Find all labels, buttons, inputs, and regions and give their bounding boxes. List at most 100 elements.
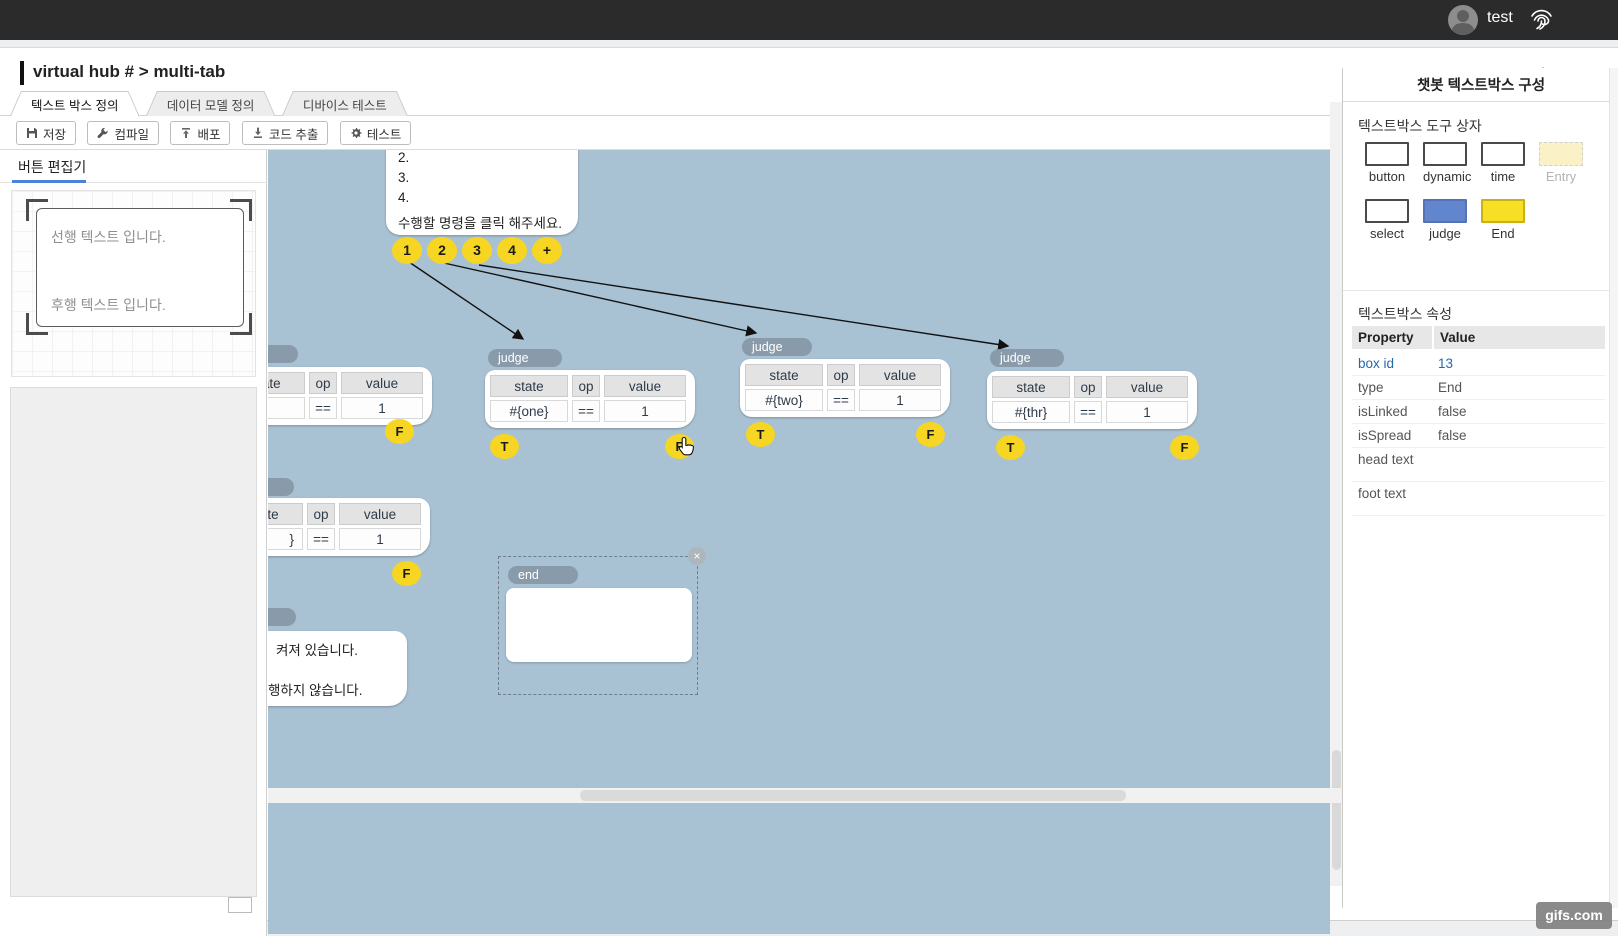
toolbox-item-button[interactable]: button	[1365, 142, 1409, 184]
bracket-top-right	[230, 199, 252, 221]
toolbox-item-entry[interactable]: Entry	[1539, 142, 1583, 184]
node-tag-judge-4[interactable]: judge	[990, 349, 1064, 367]
command-button-add[interactable]: +	[532, 237, 562, 264]
value-header: value	[859, 364, 941, 386]
page-title: virtual hub # > multi-tab	[33, 62, 226, 81]
port-false-judge-4[interactable]: F	[1170, 435, 1199, 460]
save-button[interactable]: 저장	[16, 121, 77, 145]
tab-bar: 텍스트 박스 정의 데이터 모델 정의 디바이스 테스트	[0, 91, 1618, 116]
judge-node-3[interactable]: state op value #{two} == 1	[740, 359, 950, 417]
node-tag-judge-3[interactable]: judge	[742, 338, 812, 356]
canvas-horizontal-scrollbar	[268, 788, 1343, 803]
op-value: ==	[309, 397, 337, 419]
node-tag-judge-2[interactable]: judge	[488, 349, 562, 367]
panel-divider	[1343, 290, 1618, 291]
command-button-1[interactable]: 1	[392, 237, 422, 264]
user-avatar-icon[interactable]	[1448, 5, 1478, 35]
fingerprint-icon[interactable]	[1528, 6, 1555, 38]
table-row-type: type End	[1352, 376, 1605, 400]
text-node-line: 행하지 않습니다.	[268, 683, 363, 698]
button-editor-tab[interactable]: 버튼 편집기	[18, 159, 87, 175]
tab-datamodel-definition[interactable]: 데이터 모델 정의	[146, 91, 275, 116]
state-header: state	[745, 364, 823, 386]
gear-icon	[350, 127, 362, 139]
toolbox-item-judge[interactable]: judge	[1423, 199, 1467, 241]
value-value: 1	[339, 528, 421, 550]
value-value: 1	[604, 400, 686, 422]
end-node-body[interactable]	[506, 588, 692, 662]
toolbox-item-dynamic[interactable]: dynamic	[1423, 142, 1471, 184]
judge-node-2[interactable]: state op value #{one} == 1	[485, 370, 695, 428]
value-value: 1	[859, 389, 941, 411]
port-false-judge-3[interactable]: F	[916, 422, 945, 447]
node-tag-end[interactable]: end	[508, 566, 578, 584]
toolbox-item-end[interactable]: End	[1481, 199, 1525, 241]
table-row-isspread: isSpread false	[1352, 424, 1605, 448]
op-value: ==	[1074, 401, 1102, 423]
node-tag-judge-5[interactable]	[268, 478, 294, 496]
tab-device-test[interactable]: 디바이스 테스트	[282, 91, 408, 116]
value-header: value	[604, 375, 686, 397]
download-icon	[252, 127, 264, 139]
command-list-node[interactable]: 2. 3. 4. 수행할 명령을 클릭 해주세요.	[386, 150, 578, 235]
preview-textbox[interactable]: 선행 텍스트 입니다. 후행 텍스트 입니다.	[36, 208, 244, 327]
op-header: op	[827, 364, 855, 386]
deploy-button[interactable]: 배포	[170, 121, 231, 145]
end-node-selection[interactable]	[498, 556, 698, 695]
table-row-head-text: head text	[1352, 448, 1605, 482]
entry-box-swatch	[1539, 142, 1583, 166]
command-button-2[interactable]: 2	[427, 237, 457, 264]
panel-scrollbar[interactable]	[1609, 68, 1618, 908]
node-tag-text[interactable]	[268, 608, 296, 626]
op-header: op	[1074, 376, 1102, 398]
judge-node-4[interactable]: state op value #{thr} == 1	[987, 371, 1197, 429]
port-false-judge-1[interactable]: F	[385, 419, 414, 444]
end-box-swatch	[1481, 199, 1525, 223]
state-header: state	[268, 503, 303, 525]
toolbox-item-time[interactable]: time	[1481, 142, 1525, 184]
judge-node-5[interactable]: state op value } == 1	[268, 498, 430, 556]
op-header: op	[572, 375, 600, 397]
toolbox-section-title: 텍스트박스 도구 상자	[1358, 118, 1482, 134]
command-prompt: 수행할 명령을 클릭 해주세요.	[398, 216, 563, 231]
resize-handle[interactable]	[228, 897, 252, 913]
port-false-judge-5[interactable]: F	[392, 561, 421, 586]
flow-canvas[interactable]: 2. 3. 4. 수행할 명령을 클릭 해주세요. 1 2 3 4 + stat…	[268, 150, 1330, 934]
toolbox-item-select[interactable]: select	[1365, 199, 1409, 241]
node-tag-judge-1[interactable]	[268, 345, 298, 363]
compile-button[interactable]: 컴파일	[87, 121, 159, 145]
port-true-judge-4[interactable]: T	[996, 435, 1025, 460]
username: test	[1487, 9, 1513, 26]
select-box-swatch	[1365, 199, 1409, 223]
value-header: value	[1106, 376, 1188, 398]
tab-textbox-definition[interactable]: 텍스트 박스 정의	[10, 91, 139, 116]
judge-node-1[interactable]: state op value == 1	[268, 367, 432, 425]
command-line: 3.	[398, 170, 410, 185]
properties-section-title: 텍스트박스 속성	[1358, 306, 1453, 322]
button-box-swatch	[1365, 142, 1409, 166]
table-row-box-id[interactable]: box id 13	[1352, 352, 1605, 376]
code-extract-button[interactable]: 코드 추출	[241, 121, 329, 145]
properties-table: Property Value box id 13 type End isLink…	[1352, 326, 1605, 516]
button-editor-tabbar: 버튼 편집기	[0, 150, 267, 183]
port-true-judge-2[interactable]: T	[490, 434, 519, 459]
state-header: state	[490, 375, 568, 397]
state-value: #{one}	[490, 400, 568, 422]
judge-box-swatch	[1423, 199, 1467, 223]
command-button-4[interactable]: 4	[497, 237, 527, 264]
save-icon	[26, 127, 38, 139]
dynamic-box-swatch	[1423, 142, 1467, 166]
wrench-icon	[97, 127, 109, 139]
button-editor-empty-area	[10, 387, 257, 897]
value-header: value	[341, 372, 423, 394]
table-header-row: Property Value	[1352, 326, 1605, 349]
button-preview-area: 선행 텍스트 입니다. 후행 텍스트 입니다.	[11, 190, 256, 377]
test-button[interactable]: 테스트	[339, 121, 412, 145]
close-icon[interactable]: ×	[688, 547, 706, 565]
port-true-judge-3[interactable]: T	[746, 422, 775, 447]
vertical-scroll-thumb[interactable]	[1332, 750, 1341, 870]
text-node[interactable]: 켜져 있습니다. 행하지 않습니다.	[268, 631, 407, 706]
bracket-bottom-left	[26, 313, 48, 335]
command-button-3[interactable]: 3	[462, 237, 492, 264]
horizontal-scroll-thumb[interactable]	[580, 790, 1126, 801]
